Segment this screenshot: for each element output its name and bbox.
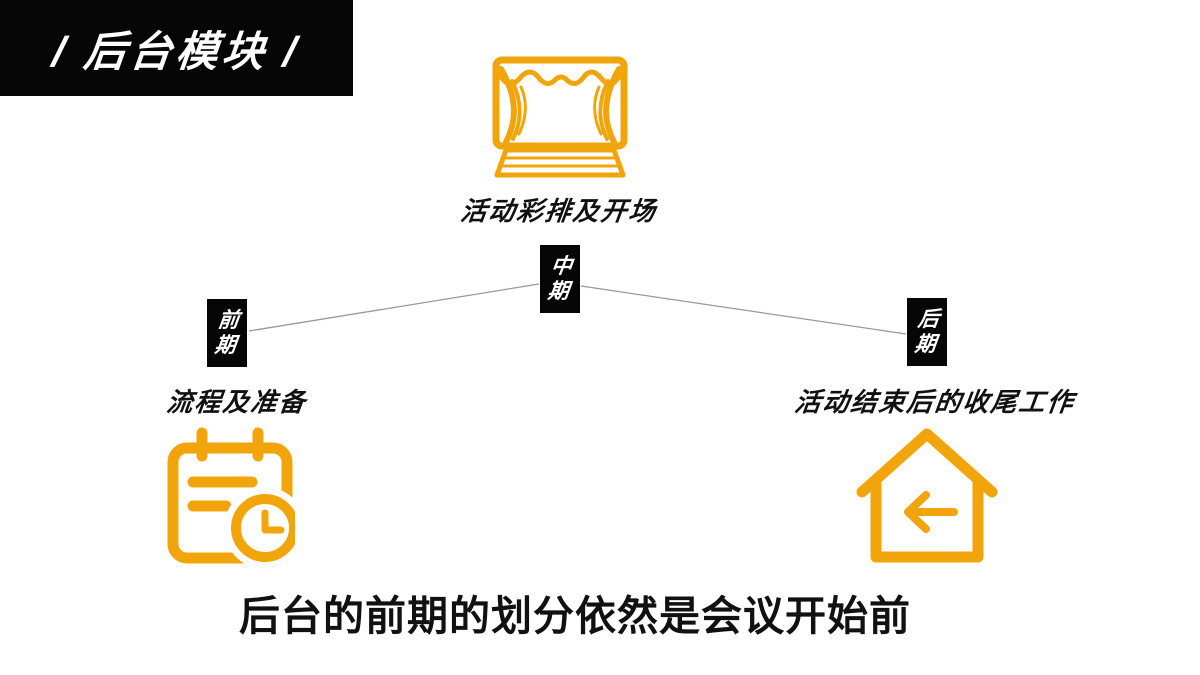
- theater-stage-icon: [492, 56, 628, 178]
- node-label-preparation: 流程及准备: [164, 387, 309, 417]
- title-banner: / 后台模块 /: [0, 0, 353, 96]
- phase-tag-early: 前期: [207, 299, 247, 367]
- phase-tag-late-text: 后期: [913, 308, 941, 356]
- caption-subtitle: 后台的前期的划分依然是会议开始前: [239, 593, 911, 639]
- node-label-wrapup: 活动结束后的收尾工作: [792, 387, 1077, 417]
- slide-title: / 后台模块 /: [50, 27, 302, 75]
- node-label-rehearsal: 活动彩排及开场: [458, 196, 659, 226]
- phase-tag-early-text: 前期: [213, 309, 241, 357]
- connector-early-mid: [248, 283, 540, 332]
- calendar-clock-icon: [167, 427, 295, 569]
- phase-tag-mid: 中期: [540, 245, 580, 313]
- phase-tag-mid-text: 中期: [546, 255, 574, 303]
- connector-mid-late: [580, 285, 907, 335]
- home-return-icon: [856, 428, 998, 563]
- phase-tag-late: 后期: [907, 298, 947, 366]
